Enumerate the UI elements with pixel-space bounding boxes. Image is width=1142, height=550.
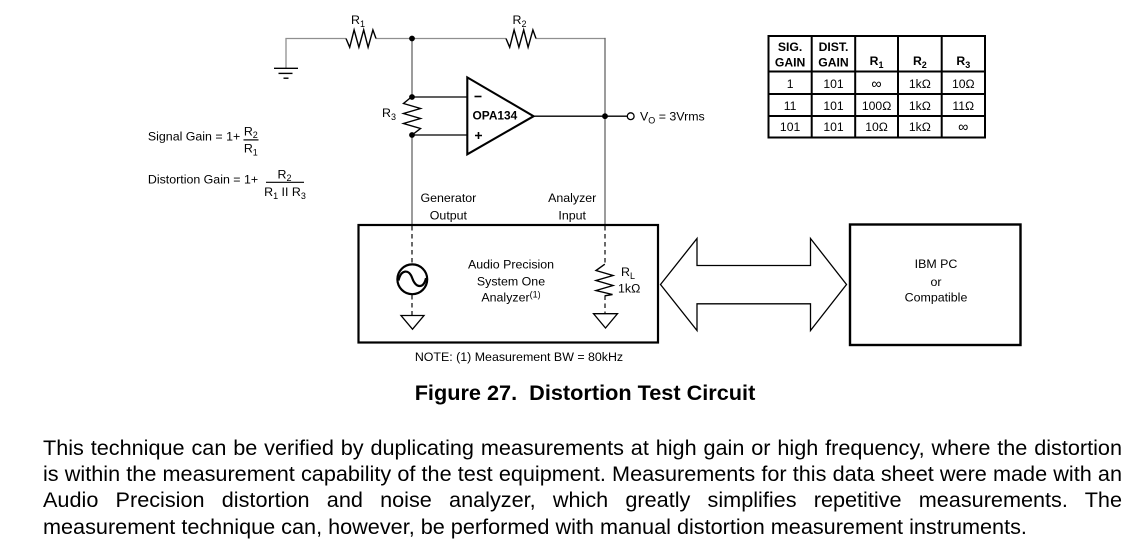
svg-text:1: 1	[787, 77, 794, 91]
svg-text:Signal Gain = 1+: Signal Gain = 1+	[148, 129, 240, 143]
svg-text:OPA134: OPA134	[473, 108, 518, 122]
svg-text:R1 II R3: R1 II R3	[264, 185, 306, 201]
svg-text:Analyzer(1): Analyzer(1)	[481, 290, 540, 305]
svg-text:R2: R2	[244, 124, 258, 140]
svg-text:101: 101	[823, 99, 844, 113]
svg-text:Input: Input	[558, 209, 586, 223]
svg-text:11Ω: 11Ω	[952, 99, 974, 113]
svg-text:R1: R1	[351, 13, 365, 29]
svg-text:GAIN: GAIN	[818, 56, 848, 70]
svg-text:Distortion Gain = 1+: Distortion Gain = 1+	[148, 172, 258, 186]
svg-text:Output: Output	[430, 209, 468, 223]
svg-text:or: or	[930, 275, 941, 289]
svg-text:R2: R2	[913, 54, 927, 70]
svg-text:R3: R3	[956, 54, 970, 70]
svg-text:101: 101	[823, 120, 844, 134]
svg-text:10Ω: 10Ω	[952, 77, 975, 91]
svg-text:Generator: Generator	[421, 191, 477, 205]
svg-text:Compatible: Compatible	[905, 291, 968, 305]
svg-text:R2: R2	[278, 167, 292, 183]
svg-text:SIG.: SIG.	[778, 40, 802, 54]
svg-text:RL: RL	[621, 265, 635, 281]
svg-text:1kΩ: 1kΩ	[909, 77, 931, 91]
svg-text:1kΩ: 1kΩ	[618, 282, 640, 296]
svg-text:101: 101	[823, 77, 844, 91]
svg-text:1kΩ: 1kΩ	[909, 120, 931, 134]
svg-text:Analyzer: Analyzer	[548, 191, 596, 205]
svg-text:1kΩ: 1kΩ	[909, 99, 931, 113]
svg-text:GAIN: GAIN	[775, 56, 805, 70]
svg-text:R1: R1	[870, 54, 884, 70]
svg-text:DIST.: DIST.	[819, 40, 849, 54]
svg-text:101: 101	[780, 120, 801, 134]
svg-text:IBM PC: IBM PC	[915, 257, 958, 271]
svg-text:R2: R2	[513, 13, 527, 29]
svg-text:NOTE: (1) Measurement BW = 80k: NOTE: (1) Measurement BW = 80kHz	[415, 350, 623, 364]
svg-text:∞: ∞	[871, 76, 881, 92]
svg-text:100Ω: 100Ω	[862, 99, 891, 113]
svg-text:∞: ∞	[958, 120, 968, 136]
svg-text:VO = 3Vrms: VO = 3Vrms	[640, 110, 705, 126]
svg-text:System One: System One	[477, 275, 545, 289]
svg-text:R3: R3	[382, 106, 396, 122]
svg-text:11: 11	[784, 99, 797, 113]
svg-text:10Ω: 10Ω	[865, 120, 888, 134]
svg-text:R1: R1	[244, 142, 258, 158]
svg-text:Audio Precision: Audio Precision	[468, 258, 554, 272]
